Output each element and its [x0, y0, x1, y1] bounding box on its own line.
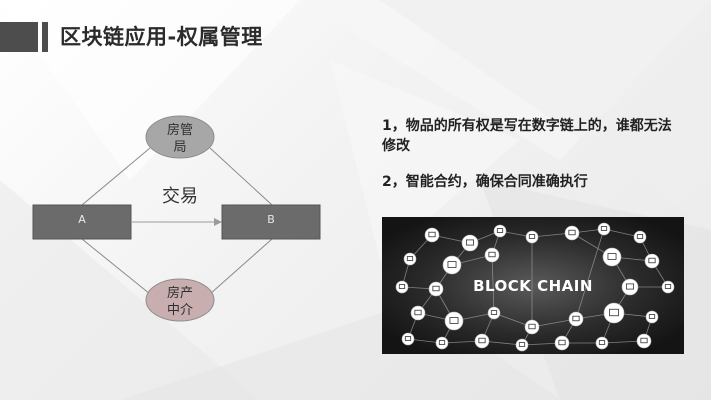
network-node-icon [644, 253, 660, 269]
network-node-icon [474, 333, 490, 349]
network-node-icon [636, 333, 652, 349]
network-node-icon [395, 280, 409, 294]
network-node-icon [568, 311, 584, 327]
network-node-icon [525, 230, 539, 244]
edge-top-left [81, 147, 151, 206]
network-node-icon [403, 252, 417, 266]
network-node-icon [554, 335, 570, 351]
network-node-icon [484, 247, 500, 263]
blockchain-image: BLOCK CHAIN [382, 217, 684, 354]
arrow-head-icon [214, 218, 222, 226]
network-node-icon [602, 247, 622, 267]
network-node-icon [444, 311, 464, 331]
network-node-icon [435, 336, 449, 350]
node-housing-bureau-label: 房管 局 [166, 123, 193, 155]
box-party-b [221, 204, 321, 240]
network-node-icon [442, 255, 462, 275]
point-immutable-ownership: 1，物品的所有权是写在数字链上的，谁都无法修改 [382, 118, 672, 154]
point-smart-contract: 2，智能合约，确保合同准确执行 [382, 174, 588, 190]
network-node-icon [424, 227, 440, 243]
network-node-icon [410, 305, 426, 321]
network-node-icon [428, 281, 444, 297]
box-party-a-label: A [78, 213, 86, 226]
node-real-estate-agency-label: 房产 中介 [166, 286, 193, 318]
network-node-icon [487, 306, 501, 320]
transaction-label: 交易 [162, 186, 198, 207]
network-node-icon [645, 310, 659, 324]
network-link [531, 318, 577, 328]
network-node-icon [661, 280, 675, 294]
network-node-icon [603, 302, 625, 324]
page-title: 区块链应用-权属管理 [60, 25, 263, 49]
box-party-b-label: B [267, 213, 275, 226]
edge-bottom-right [209, 238, 273, 295]
network-node-icon [597, 222, 611, 236]
edge-bottom-left [81, 238, 151, 295]
title-accent-bar [0, 22, 38, 52]
network-link [491, 254, 495, 314]
network-node-icon [621, 278, 639, 296]
network-node-icon [524, 319, 540, 335]
title-accent-tick [42, 22, 48, 52]
node-housing-bureau [145, 115, 215, 159]
network-node-icon [595, 336, 609, 350]
box-party-a [32, 204, 132, 240]
network-node-icon [461, 234, 479, 252]
blockchain-network-graphic [382, 217, 684, 354]
network-node-icon [515, 338, 529, 352]
network-link [575, 228, 605, 320]
blockchain-title: BLOCK CHAIN [473, 277, 593, 295]
edge-top-right [209, 147, 273, 206]
network-node-icon [633, 230, 647, 244]
network-node-icon [493, 224, 507, 238]
network-node-icon [564, 225, 580, 241]
node-real-estate-agency [145, 278, 215, 322]
network-node-icon [401, 332, 415, 346]
